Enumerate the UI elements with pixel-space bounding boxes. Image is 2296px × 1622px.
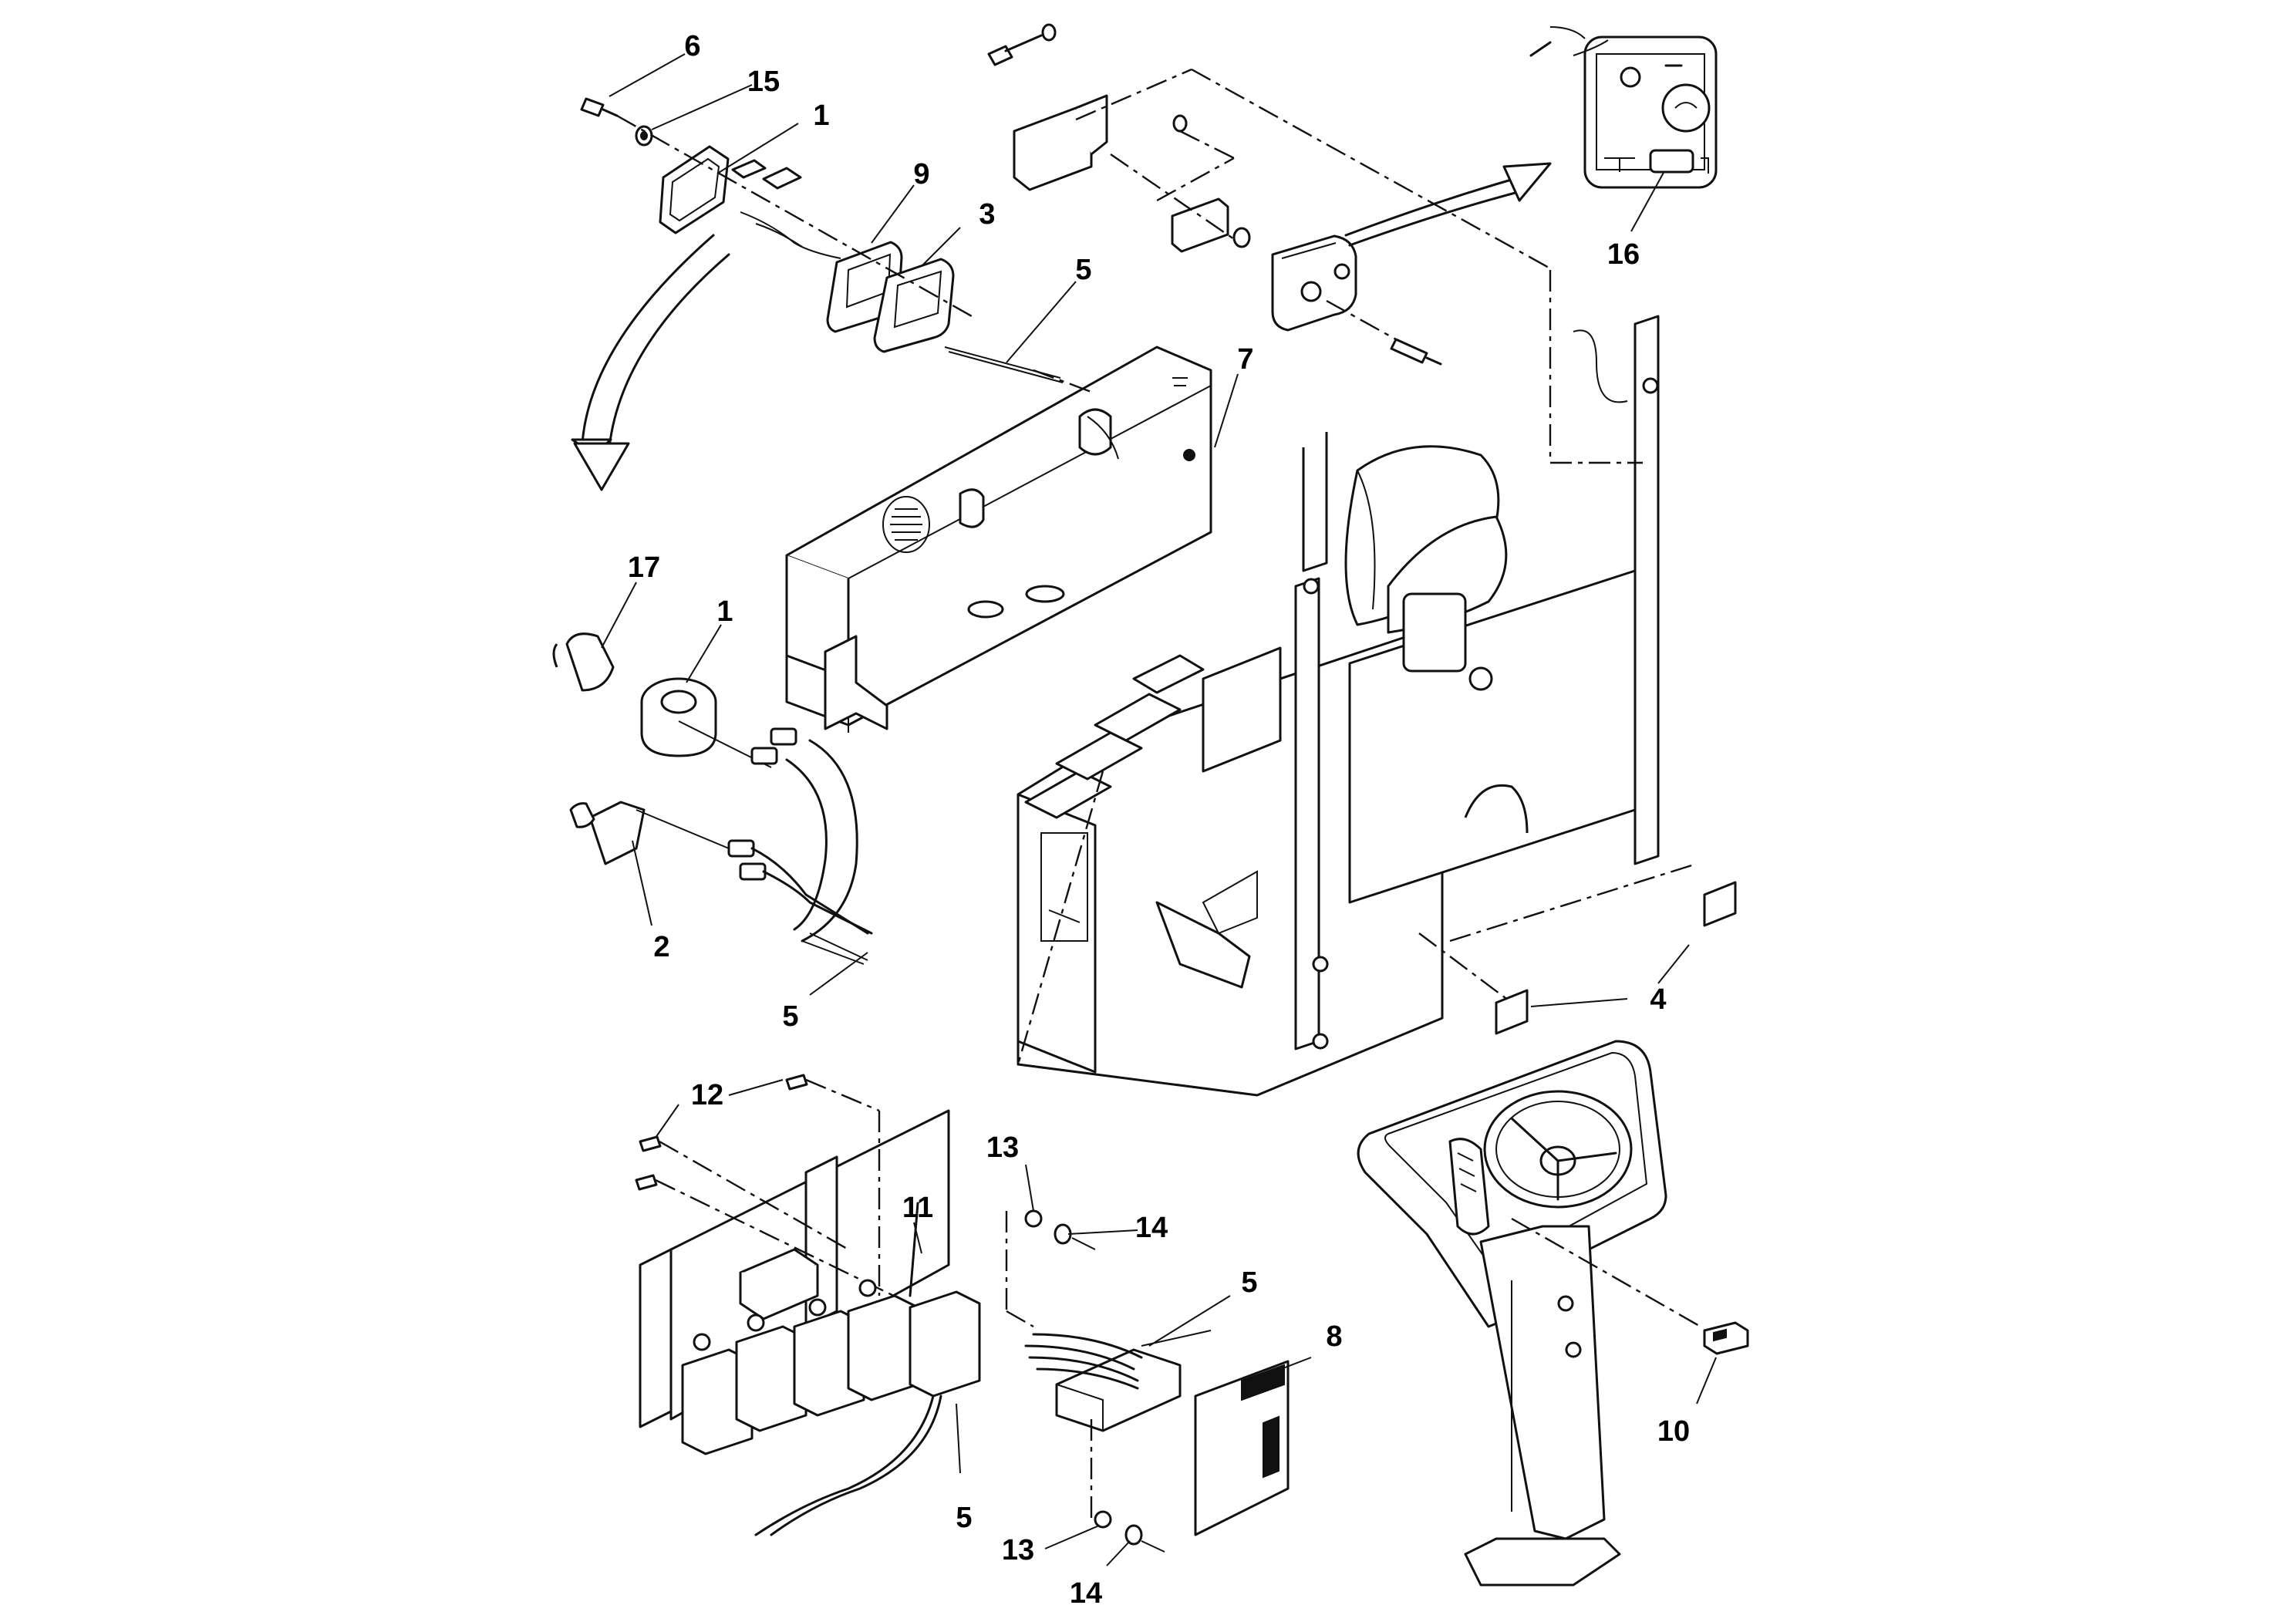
operator-seat [1344,445,1508,691]
tread-steps [1024,654,1205,819]
callout-9: 9 [913,158,929,191]
dash-panel [785,346,1212,733]
callout-14-top: 14 [1135,1212,1168,1244]
work-light [1271,162,1552,366]
callout-5-harness: 5 [782,1000,798,1033]
callout-3: 3 [979,198,995,231]
callout-7: 7 [1237,343,1253,376]
relay-panel [635,1074,981,1536]
callout-5-top: 5 [1075,254,1091,286]
callout-labels: 6 15 1 9 3 5 7 17 1 2 5 16 4 12 11 13 14… [628,30,1690,1610]
callout-11: 11 [902,1192,933,1224]
callout-4: 4 [1650,983,1666,1016]
callout-13-bottom: 13 [1002,1534,1034,1566]
lamp-socket-assembly [552,632,873,965]
callout-13-top: 13 [986,1131,1019,1164]
callout-16: 16 [1607,238,1640,271]
bracket-assembly [987,23,1551,270]
callout-14-bottom: 14 [1070,1577,1102,1610]
callout-10: 10 [1657,1415,1690,1448]
callout-5-relay: 5 [956,1502,972,1534]
callout-5-connector: 5 [1241,1266,1257,1299]
callout-12: 12 [691,1079,723,1111]
harness-connector [1005,1209,1212,1553]
callout-1-socket: 1 [716,595,733,628]
callout-1-bezel: 1 [813,99,829,132]
callout-17: 17 [628,551,660,584]
callout-8: 8 [1326,1320,1342,1353]
decal-labels [1418,881,1737,1035]
cover-plate [1194,1357,1312,1536]
lamp-inset-detail [1529,26,1718,232]
relay-blocks [681,1279,981,1455]
callout-15: 15 [747,66,780,98]
leader-lines [601,53,1239,1566]
light-housing-assembly [571,97,1064,491]
callout-2: 2 [653,931,669,963]
operator-frame [1017,270,1698,1097]
callout-6: 6 [684,30,700,62]
steering-console [1357,1040,1749,1587]
